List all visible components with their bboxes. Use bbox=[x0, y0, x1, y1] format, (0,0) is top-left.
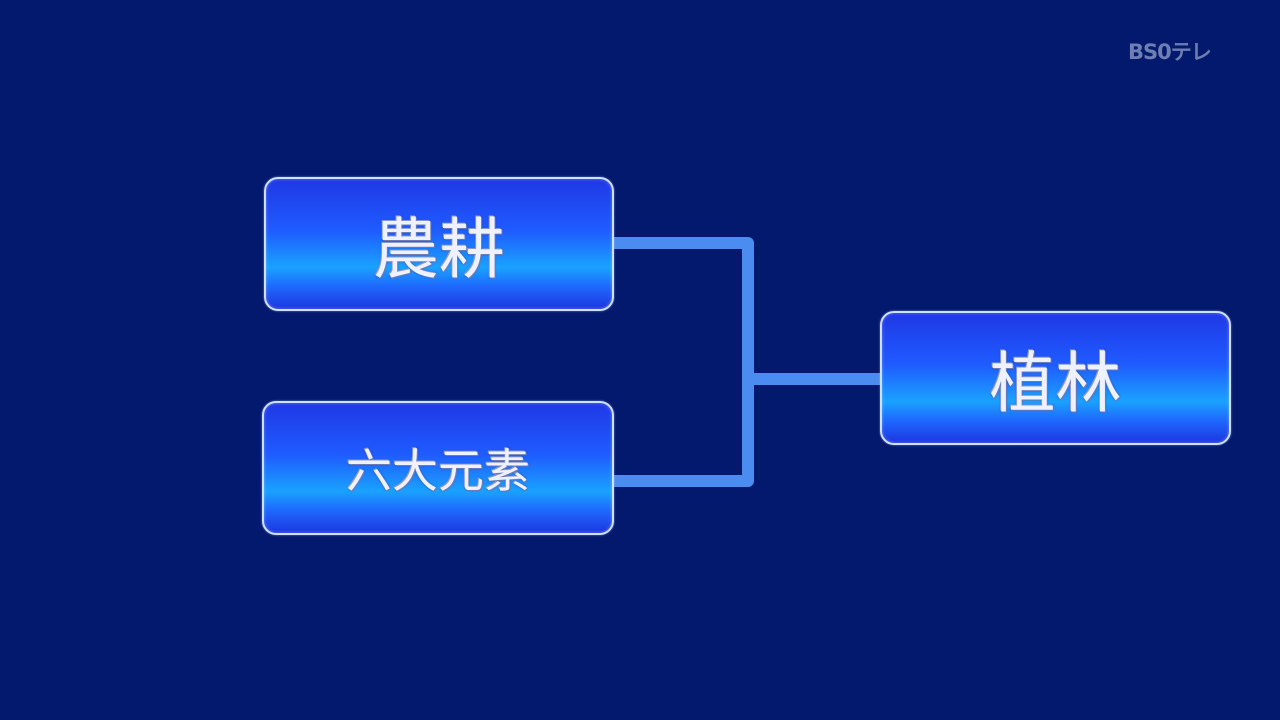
connector-rokudai-to-shokurin bbox=[614, 379, 754, 487]
node-nouko: 農耕 bbox=[264, 177, 614, 311]
connector-nouko-to-shokurin bbox=[614, 237, 880, 385]
node-shokurin: 植林 bbox=[880, 311, 1231, 445]
node-shokurin-label: 植林 bbox=[989, 345, 1122, 422]
node-rokudai: 六大元素 bbox=[262, 401, 614, 535]
node-rokudai-label: 六大元素 bbox=[346, 444, 530, 498]
node-nouko-label: 農耕 bbox=[373, 211, 505, 288]
channel-logo: BS0テレ bbox=[1128, 40, 1212, 64]
